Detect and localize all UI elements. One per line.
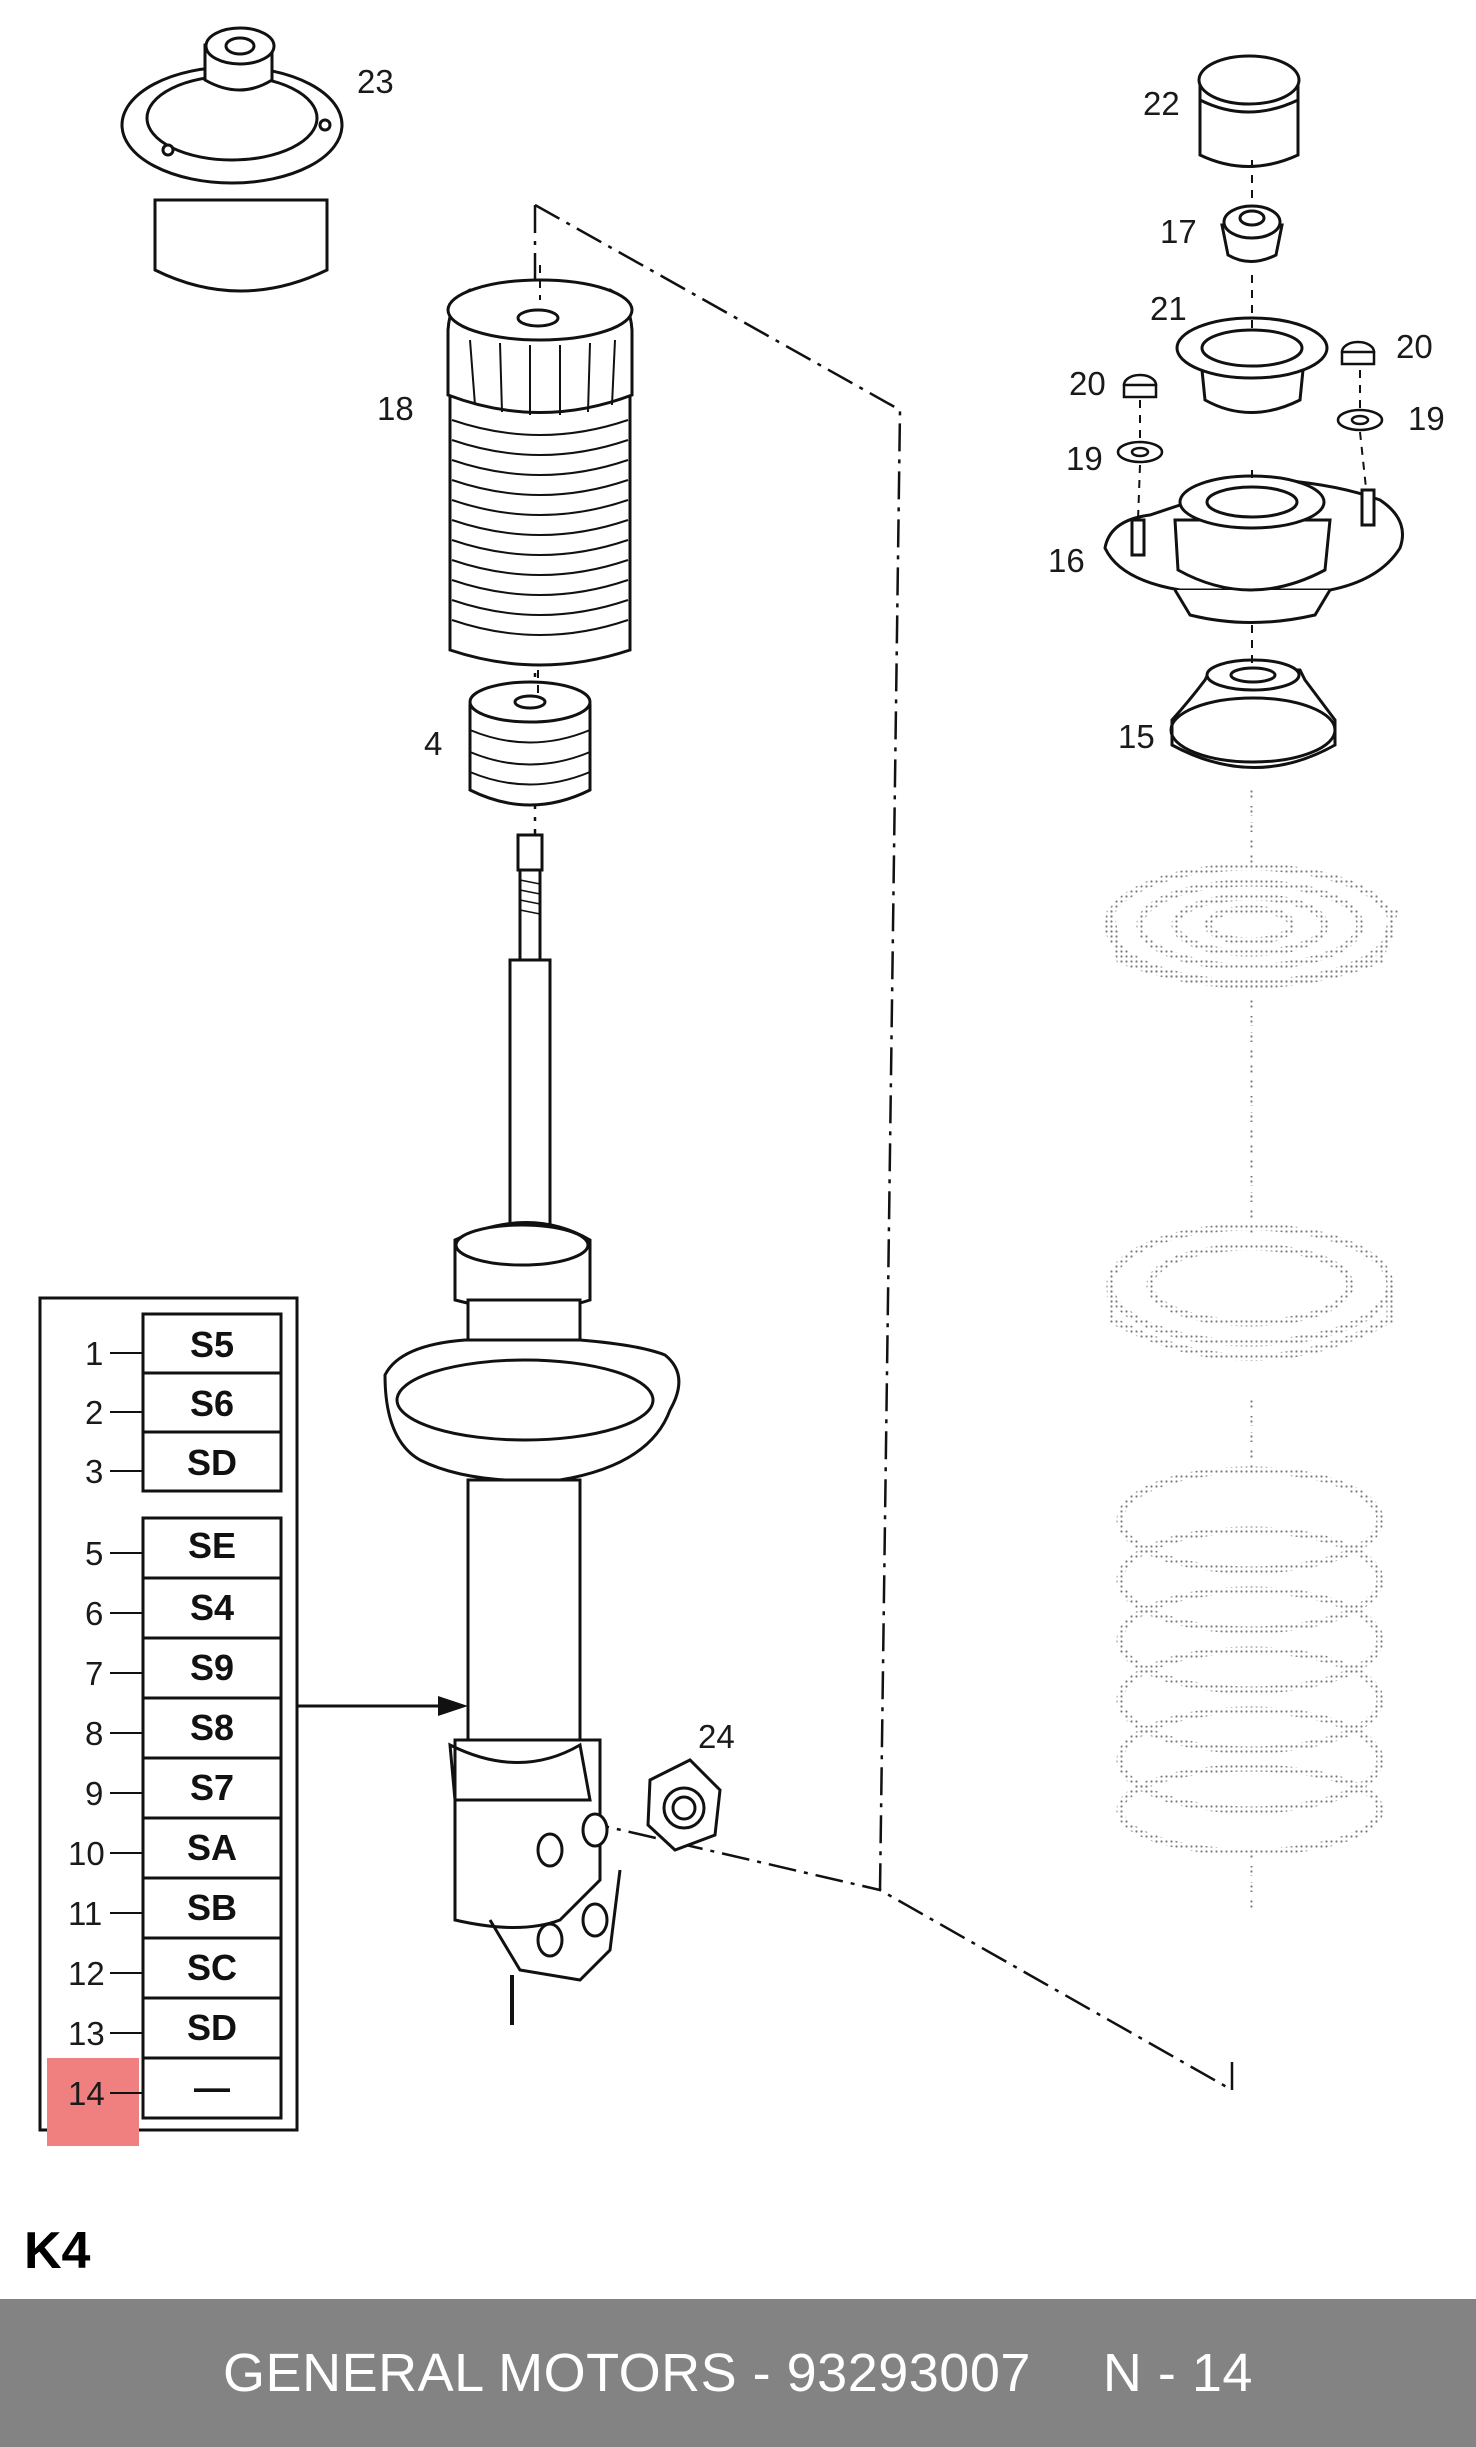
footer-bar: GENERAL MOTORS - 93293007 N - 14 [0, 2299, 1476, 2447]
section-label: K4 [24, 2222, 91, 2280]
variant-row: 12 SC [68, 1936, 283, 2000]
row-highlight [47, 2058, 139, 2146]
variant-row: 3 SD [85, 1430, 283, 1493]
part-23-mount-rubber [120, 26, 344, 293]
variant-row-index: 12 [68, 1955, 105, 1992]
part-20-nuts [1122, 340, 1376, 399]
strut-body [383, 1221, 681, 2025]
variant-row-code: S4 [190, 1587, 234, 1628]
part-15-spring-seat [1169, 658, 1337, 769]
variant-row-index: 11 [68, 1895, 102, 1932]
variant-row-code: S9 [190, 1647, 234, 1688]
callout-21: 21 [1150, 290, 1187, 327]
variant-row-index: 7 [85, 1655, 103, 1692]
variant-row-index: 5 [85, 1535, 103, 1572]
phantom-spring-isolator [1106, 1223, 1394, 1361]
variant-group-b: 5 SE 6 S4 7 S9 8 S8 [68, 1516, 283, 2120]
variant-group-a: 1 S5 2 S6 3 SD [85, 1312, 283, 1493]
variant-row-code: S7 [190, 1767, 234, 1808]
phantom-coil-spring [1116, 1466, 1384, 1856]
variant-row-index: 9 [85, 1775, 103, 1812]
callout-24: 24 [698, 1718, 735, 1755]
variant-row-index: 14 [68, 2075, 105, 2112]
variant-row: 6 S4 [85, 1576, 283, 1640]
callout-4: 4 [424, 725, 442, 762]
callout-17: 17 [1160, 213, 1197, 250]
variant-row-code: SD [187, 1442, 237, 1483]
part-19-washers [1116, 408, 1384, 464]
variant-row-index: 8 [85, 1715, 103, 1752]
part-16-top-mount [1103, 474, 1404, 624]
part-22-cap [1197, 54, 1301, 168]
variant-row-code: SC [187, 1947, 237, 1988]
assembly-dashdot-line [533, 203, 1234, 2092]
variant-row: 7 S9 [85, 1636, 283, 1700]
variant-row: 5 SE [85, 1516, 283, 1580]
callout-23: 23 [357, 63, 394, 100]
variant-row-index: 6 [85, 1595, 103, 1632]
axis-lines [537, 160, 1367, 700]
strut-piston-rod [508, 833, 552, 1252]
part-17-top-nut [1220, 204, 1284, 263]
variant-row: 2 S6 [85, 1371, 283, 1434]
phantom-spring-pad [1104, 863, 1399, 989]
variant-row-index: 3 [85, 1453, 103, 1490]
variant-row-code: SD [187, 2007, 237, 2048]
callout-22: 22 [1143, 85, 1180, 122]
variant-row-code: — [194, 2067, 230, 2108]
variant-row-code: SA [187, 1827, 237, 1868]
table-to-strut-arrow [297, 1696, 468, 1716]
variant-row: 9 S7 [85, 1756, 283, 1820]
variant-row-code: S6 [190, 1383, 234, 1424]
part-24-nut [646, 1758, 722, 1852]
footer-part-number: GENERAL MOTORS - 93293007 [223, 2343, 1031, 2403]
callout-19-left: 19 [1066, 440, 1103, 477]
part-21-bearing-cup [1175, 316, 1329, 414]
variant-row: 13 SD [68, 1996, 283, 2060]
callout-20-left: 20 [1069, 365, 1106, 402]
variant-table-frame [38, 1296, 299, 2132]
callout-16: 16 [1048, 542, 1085, 579]
variant-row-index: 2 [85, 1394, 103, 1431]
variant-row-code: SE [188, 1525, 236, 1566]
variant-row-code: SB [187, 1887, 237, 1928]
callout-19-right: 19 [1408, 400, 1445, 437]
part-4-bump-stop [468, 680, 592, 807]
variant-row-code: S5 [190, 1324, 234, 1365]
variant-row: 8 S8 [85, 1696, 283, 1760]
variant-row-index: 13 [68, 2015, 105, 2052]
variant-row: 10 SA [68, 1816, 283, 1880]
part-18-bump-boot [446, 278, 634, 667]
callout-15: 15 [1118, 718, 1155, 755]
variant-row: 11 SB [68, 1876, 283, 1940]
variant-row: 1 S5 [85, 1312, 283, 1375]
footer-page-ref: N - 14 [1102, 2343, 1253, 2403]
callout-18: 18 [377, 390, 414, 427]
variant-table: 1 S5 2 S6 3 SD 5 SE [38, 1296, 299, 2146]
variant-row-index: 1 [85, 1335, 103, 1372]
callout-20-right: 20 [1396, 328, 1433, 365]
variant-row-index: 10 [68, 1835, 105, 1872]
variant-row-code: S8 [190, 1707, 234, 1748]
